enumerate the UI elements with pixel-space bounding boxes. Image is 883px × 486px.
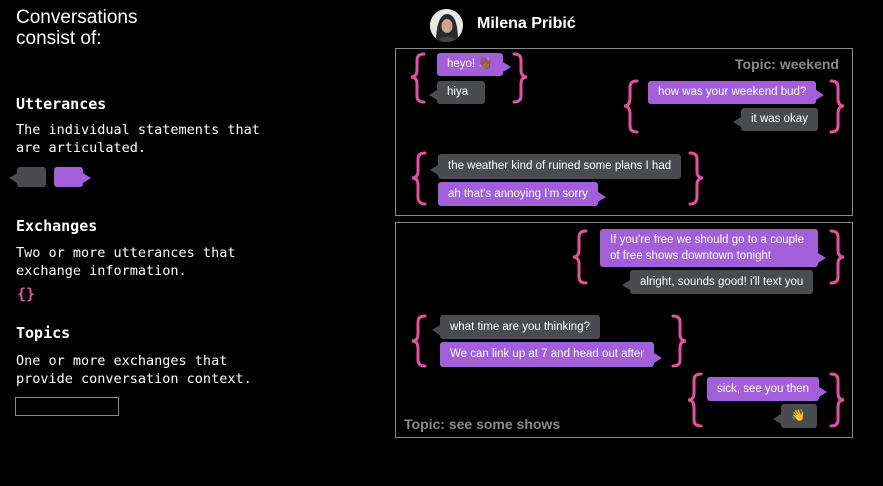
utterances-description: The individual statements that are artic… bbox=[16, 122, 260, 156]
exchanges-description: Two or more utterances that exchange inf… bbox=[16, 245, 236, 279]
chat-bubble: alright, sounds good! i'll text you bbox=[621, 270, 814, 294]
page-title: Conversations consist of: bbox=[16, 7, 138, 49]
chat-bubble: ah that's annoying I'm sorry bbox=[438, 182, 606, 206]
utterances-heading: Utterances bbox=[16, 95, 107, 113]
chat-bubble: it was okay bbox=[733, 108, 818, 131]
person-name: Milena Pribić bbox=[477, 15, 576, 32]
chat-bubble: If you're free we should go to a couple … bbox=[600, 229, 826, 267]
topics-description: One or more exchanges that provide conve… bbox=[16, 353, 252, 387]
topic-label: Topic: weekend bbox=[735, 56, 839, 72]
chat-bubble: heyo! 👋🏾 bbox=[437, 53, 511, 76]
brace-symbol: {} bbox=[17, 285, 36, 303]
gray-utterance-swatch bbox=[9, 167, 46, 187]
chat-bubble: hiya bbox=[429, 81, 485, 104]
chat-bubble: We can link up at 7 and head out after bbox=[440, 342, 663, 367]
topic-label: Topic: see some shows bbox=[404, 416, 561, 432]
chat-bubble: 👋 bbox=[773, 404, 817, 428]
avatar bbox=[430, 9, 463, 42]
chat-bubble: sick, see you then bbox=[707, 377, 828, 401]
chat-bubble: how was your weekend bud? bbox=[648, 81, 825, 104]
topic-box-see-some-shows bbox=[395, 222, 853, 438]
topic-box-swatch bbox=[15, 397, 119, 416]
chat-bubble: the weather kind of ruined some plans I … bbox=[429, 154, 682, 179]
chat-bubble: what time are you thinking? bbox=[432, 315, 600, 339]
purple-utterance-swatch bbox=[54, 167, 91, 187]
exchanges-heading: Exchanges bbox=[16, 217, 98, 235]
topic-box-weekend bbox=[395, 48, 853, 216]
topics-heading: Topics bbox=[16, 324, 71, 342]
